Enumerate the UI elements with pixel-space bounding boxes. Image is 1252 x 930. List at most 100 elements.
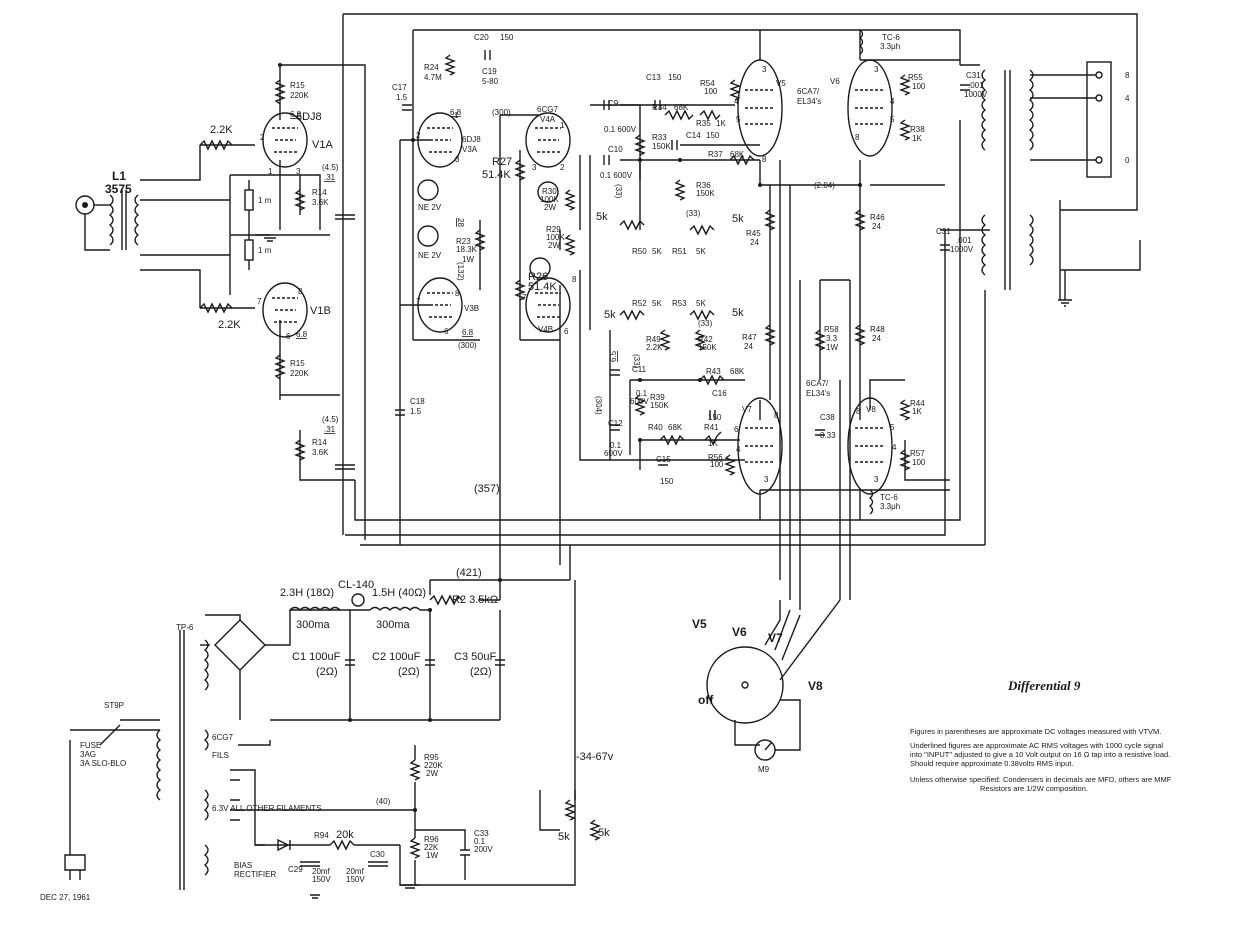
switch-label-v5: V5 — [692, 617, 707, 631]
tap-4: 4 — [1125, 94, 1130, 103]
svg-text:6DJ8: 6DJ8 — [462, 135, 481, 144]
svg-text:3.3: 3.3 — [826, 334, 838, 343]
svg-text:2.2K: 2.2K — [646, 343, 663, 352]
svg-text:100K: 100K — [540, 195, 559, 204]
svg-text:1: 1 — [454, 111, 459, 120]
output-transformer: 8 4 0 — [858, 29, 1130, 515]
svg-text:1: 1 — [268, 167, 273, 176]
svg-text:150: 150 — [706, 131, 720, 140]
svg-text:C30: C30 — [370, 850, 385, 859]
svg-text:C31: C31 — [966, 71, 981, 80]
supply-labels: TP-6 2.3H (18Ω) 300ma CL-140 1.5H (40Ω) … — [40, 579, 610, 902]
svg-text:(357): (357) — [474, 483, 500, 495]
svg-text:8: 8 — [298, 287, 303, 296]
svg-text:220K: 220K — [290, 369, 309, 378]
svg-text:R26: R26 — [528, 271, 548, 283]
svg-text:6.8: 6.8 — [462, 328, 474, 337]
svg-text:C12: C12 — [608, 419, 623, 428]
svg-text:NE 2V: NE 2V — [418, 203, 442, 212]
svg-text:R55: R55 — [908, 73, 923, 82]
svg-text:R45: R45 — [746, 229, 761, 238]
svg-text:(2Ω): (2Ω) — [316, 666, 338, 678]
capacitors — [270, 50, 970, 867]
svg-text:R51: R51 — [672, 247, 687, 256]
svg-text:(2.04): (2.04) — [814, 181, 835, 190]
svg-text:BIAS: BIAS — [234, 861, 252, 870]
svg-text:6: 6 — [444, 327, 449, 336]
svg-text:V8: V8 — [866, 405, 876, 414]
svg-text:8: 8 — [762, 155, 767, 164]
svg-text:150K: 150K — [696, 189, 715, 198]
output-terminal-strip[interactable] — [1086, 61, 1112, 178]
svg-text:C13: C13 — [646, 73, 661, 82]
svg-text:C20: C20 — [474, 33, 489, 42]
svg-text:R36: R36 — [696, 181, 711, 190]
svg-text:R2 3.5kΩ: R2 3.5kΩ — [452, 594, 498, 606]
svg-text:5-80: 5-80 — [482, 77, 499, 86]
svg-text:20k: 20k — [336, 829, 354, 841]
r-1m-bot — [244, 239, 254, 261]
svg-text:6.3V ALL OTHER FILAMENTS: 6.3V ALL OTHER FILAMENTS — [212, 804, 322, 813]
svg-text:4: 4 — [734, 97, 739, 106]
svg-text:3: 3 — [874, 65, 879, 74]
svg-text:R40: R40 — [648, 423, 663, 432]
svg-text:C14: C14 — [686, 131, 701, 140]
svg-text:(33): (33) — [632, 354, 641, 369]
svg-text:300ma: 300ma — [376, 619, 411, 631]
svg-text:R15: R15 — [290, 359, 305, 368]
neon-lamps: NE 2V NE 2V — [417, 179, 559, 279]
svg-text:CL-140: CL-140 — [338, 579, 374, 591]
svg-text:1: 1 — [560, 121, 565, 130]
svg-text:6.8: 6.8 — [296, 330, 308, 339]
svg-text:8: 8 — [455, 289, 460, 298]
svg-text:.001: .001 — [968, 81, 984, 90]
svg-text:R54: R54 — [700, 79, 715, 88]
tube-v1b: 786 V1B — [257, 282, 331, 341]
svg-text:2: 2 — [416, 131, 421, 140]
tube-v1a: 231 6DJ8 V1A — [260, 111, 333, 176]
rotary-switch[interactable] — [706, 646, 784, 724]
svg-text:V7: V7 — [742, 405, 752, 414]
svg-text:6CA7/: 6CA7/ — [797, 87, 820, 96]
svg-text:5K: 5K — [652, 299, 662, 308]
svg-text:V1B: V1B — [310, 305, 331, 317]
svg-text:V4B: V4B — [538, 325, 553, 334]
svg-text:0.1 600V: 0.1 600V — [604, 125, 637, 134]
svg-text:R46: R46 — [870, 213, 885, 222]
svg-text:100: 100 — [704, 87, 718, 96]
svg-text:200V: 200V — [474, 845, 493, 854]
svg-text:C38: C38 — [820, 413, 835, 422]
svg-text:5: 5 — [890, 115, 895, 124]
svg-text:R43: R43 — [706, 367, 721, 376]
svg-text:150: 150 — [660, 477, 674, 486]
svg-text:(33): (33) — [686, 209, 701, 218]
switch-label-off: off — [698, 693, 714, 707]
note-6: Resistors are 1/2W composition. — [980, 784, 1088, 793]
svg-text:V5: V5 — [776, 79, 786, 88]
svg-text:C15: C15 — [656, 455, 671, 464]
svg-text:R27: R27 — [492, 156, 512, 168]
svg-text:R44: R44 — [910, 399, 925, 408]
svg-text:20mf: 20mf — [312, 867, 331, 876]
svg-text:R39: R39 — [650, 393, 665, 402]
svg-text:C3 50uF: C3 50uF — [454, 651, 496, 663]
note-5: Unless otherwise specified: Condensers i… — [910, 775, 1172, 784]
svg-text:5k: 5k — [604, 309, 616, 321]
svg-text:C33: C33 — [474, 829, 489, 838]
svg-text:24: 24 — [750, 238, 759, 247]
svg-text:6: 6 — [734, 425, 739, 434]
svg-text:8: 8 — [572, 275, 577, 284]
svg-text:R41: R41 — [704, 423, 719, 432]
svg-text:51.4K: 51.4K — [482, 169, 511, 181]
svg-text:51.4K: 51.4K — [528, 281, 557, 293]
svg-text:(40): (40) — [376, 797, 391, 806]
svg-text:3.6K: 3.6K — [312, 198, 329, 207]
svg-text:150K: 150K — [698, 343, 717, 352]
svg-text:.31: .31 — [324, 425, 336, 434]
switch-labels: V5 V6 V7 V8 off — [692, 617, 823, 707]
svg-text:C10: C10 — [608, 145, 623, 154]
